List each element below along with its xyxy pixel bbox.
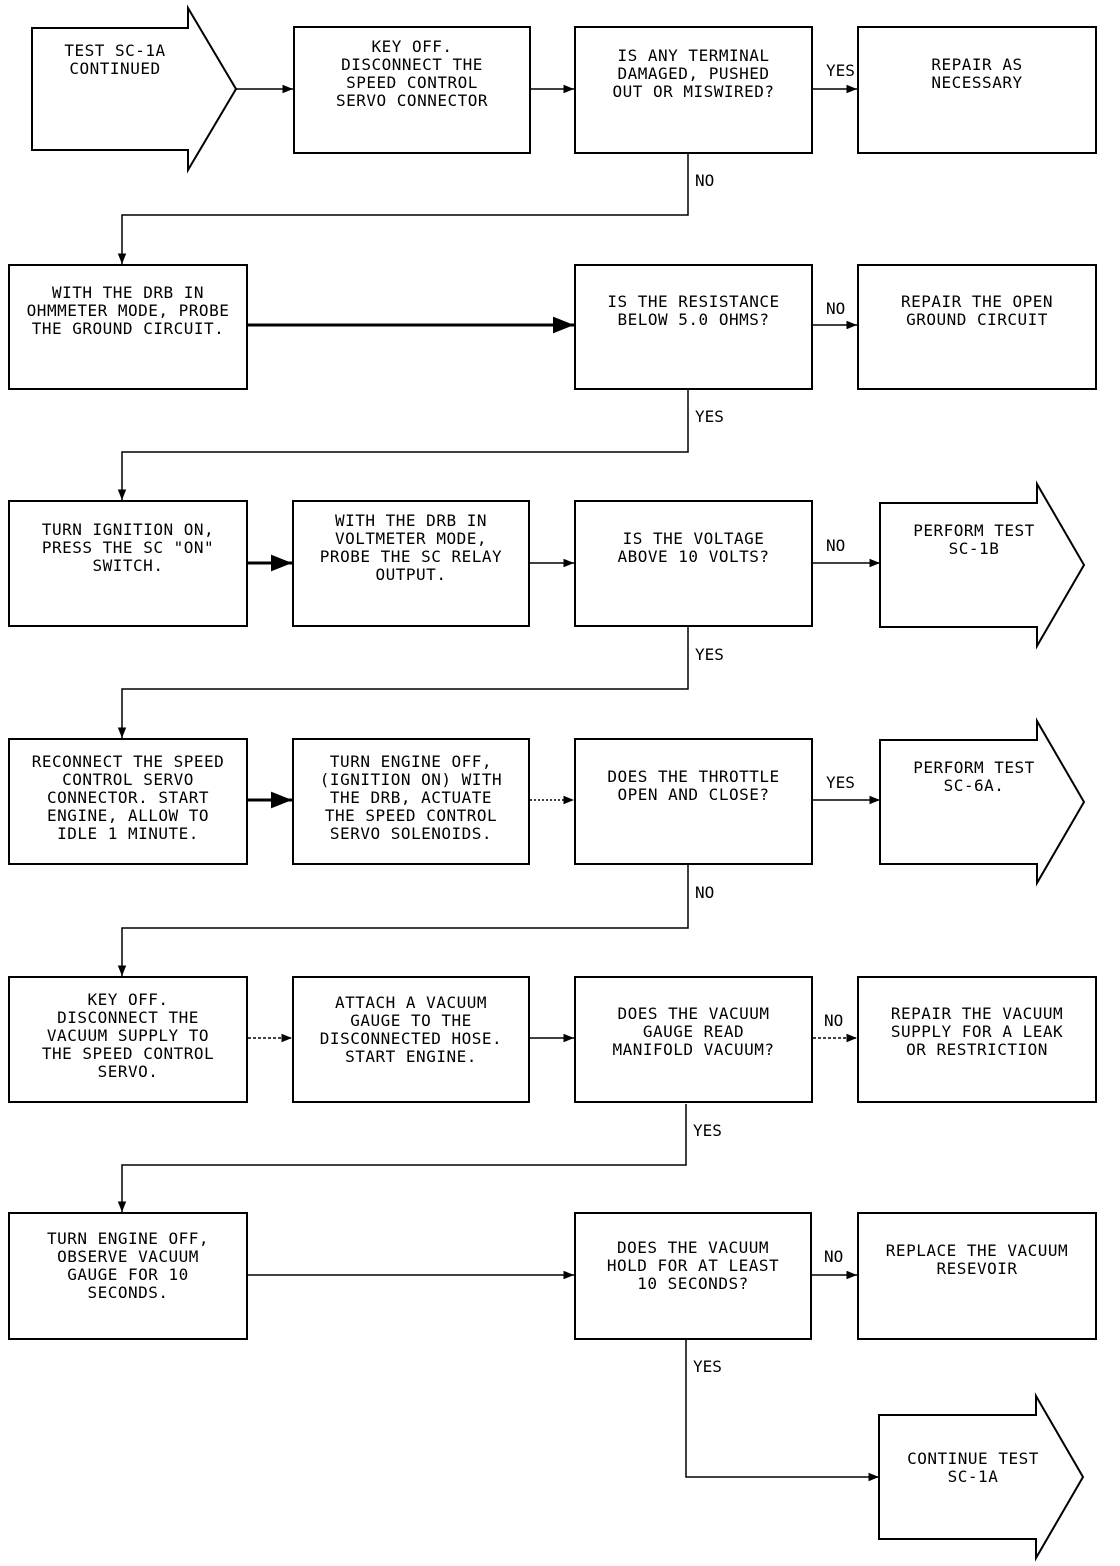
key-off-disconnect-servo-box: KEY OFF. DISCONNECT THE SPEED CONTROL SE… <box>293 26 531 154</box>
throttle-yes-label: YES <box>826 773 855 792</box>
voltage-no-label: NO <box>826 536 846 555</box>
vacuum-hold-yes-label: YES <box>693 1357 722 1376</box>
terminal-damaged-question-text: IS ANY TERMINAL DAMAGED, PUSHED OUT OR M… <box>612 46 775 101</box>
voltmeter-probe-relay-text: WITH THE DRB IN VOLTMETER MODE, PROBE TH… <box>319 510 503 584</box>
resistance-question-box: IS THE RESISTANCE BELOW 5.0 OHMS? <box>574 264 813 390</box>
attach-vacuum-gauge-box: ATTACH A VACUUM GAUGE TO THE DISCONNECTE… <box>292 976 530 1103</box>
ohmmeter-probe-ground-box: WITH THE DRB IN OHMMETER MODE, PROBE THE… <box>8 264 248 390</box>
repair-as-necessary-box: REPAIR AS NECESSARY <box>857 26 1097 154</box>
observe-vacuum-gauge-box: TURN ENGINE OFF, OBSERVE VACUUM GAUGE FO… <box>8 1212 248 1340</box>
vacuum-hold-no-label: NO <box>824 1247 844 1266</box>
attach-vacuum-gauge-text: ATTACH A VACUUM GAUGE TO THE DISCONNECTE… <box>319 992 503 1066</box>
voltage-yes-label: YES <box>695 645 724 664</box>
voltage-question-box: IS THE VOLTAGE ABOVE 10 VOLTS? <box>574 500 813 627</box>
resistance-yes-label: YES <box>695 407 724 426</box>
key-off-disconnect-vacuum-box: KEY OFF. DISCONNECT THE VACUUM SUPPLY TO… <box>8 976 248 1103</box>
resistance-question-text: IS THE RESISTANCE BELOW 5.0 OHMS? <box>607 292 780 329</box>
reconnect-servo-start-engine-box: RECONNECT THE SPEED CONTROL SERVO CONNEC… <box>8 738 248 865</box>
continue-test-arrow-shape <box>878 1392 1085 1562</box>
resistance-no-label: NO <box>826 299 846 318</box>
vacuum-hold-question-text: DOES THE VACUUM HOLD FOR AT LEAST 10 SEC… <box>606 1238 780 1293</box>
repair-open-ground-text: REPAIR THE OPEN GROUND CIRCUIT <box>901 292 1053 329</box>
actuate-servo-solenoids-box: TURN ENGINE OFF, (IGNITION ON) WITH THE … <box>292 738 530 865</box>
throttle-no-label: NO <box>695 883 715 902</box>
terminal-damaged-yes-label: YES <box>826 61 855 80</box>
manifold-vacuum-question-box: DOES THE VACUUM GAUGE READ MANIFOLD VACU… <box>574 976 813 1103</box>
perform-test-sc6a-label: PERFORM TEST SC-6A. <box>913 758 1035 795</box>
manifold-vacuum-question-text: DOES THE VACUUM GAUGE READ MANIFOLD VACU… <box>612 1003 775 1059</box>
key-off-disconnect-servo-text: KEY OFF. DISCONNECT THE SPEED CONTROL SE… <box>336 37 488 110</box>
replace-vacuum-reservoir-box: REPLACE THE VACUUM RESEVOIR <box>857 1212 1097 1340</box>
voltmeter-probe-relay-box: WITH THE DRB IN VOLTMETER MODE, PROBE TH… <box>292 500 530 627</box>
perform-test-sc1b-label: PERFORM TEST SC-1B <box>913 521 1035 558</box>
actuate-servo-solenoids-text: TURN ENGINE OFF, (IGNITION ON) WITH THE … <box>319 751 503 843</box>
ignition-on-press-switch-text: TURN IGNITION ON, PRESS THE SC "ON" SWIT… <box>41 519 215 575</box>
terminal-damaged-no-label: NO <box>695 171 715 190</box>
repair-open-ground-box: REPAIR THE OPEN GROUND CIRCUIT <box>857 264 1097 390</box>
manifold-vacuum-no-label: NO <box>824 1011 844 1030</box>
observe-vacuum-gauge-text: TURN ENGINE OFF, OBSERVE VACUUM GAUGE FO… <box>46 1229 210 1302</box>
repair-vacuum-supply-text: REPAIR THE VACUUM SUPPLY FOR A LEAK OR R… <box>890 1003 1064 1059</box>
key-off-disconnect-vacuum-text: KEY OFF. DISCONNECT THE VACUUM SUPPLY TO… <box>41 989 215 1081</box>
perform-sc6a-arrow-shape <box>879 717 1086 887</box>
perform-sc1b-arrow-shape <box>879 480 1086 650</box>
throttle-question-box: DOES THE THROTTLE OPEN AND CLOSE? <box>574 738 813 865</box>
manifold-vacuum-yes-label: YES <box>693 1121 722 1140</box>
reconnect-servo-start-engine-text: RECONNECT THE SPEED CONTROL SERVO CONNEC… <box>31 751 225 843</box>
ohmmeter-probe-ground-text: WITH THE DRB IN OHMMETER MODE, PROBE THE… <box>26 283 230 338</box>
terminal-damaged-question-box: IS ANY TERMINAL DAMAGED, PUSHED OUT OR M… <box>574 26 813 154</box>
voltage-question-text: IS THE VOLTAGE ABOVE 10 VOLTS? <box>617 528 770 566</box>
start-arrow-label: TEST SC-1A CONTINUED <box>64 41 166 78</box>
continue-test-sc1a-label: CONTINUE TEST SC-1A <box>907 1449 1039 1486</box>
repair-as-necessary-text: REPAIR AS NECESSARY <box>931 55 1023 92</box>
start-arrow-shape <box>31 4 238 174</box>
repair-vacuum-supply-box: REPAIR THE VACUUM SUPPLY FOR A LEAK OR R… <box>857 976 1097 1103</box>
throttle-question-text: DOES THE THROTTLE OPEN AND CLOSE? <box>607 766 780 804</box>
ignition-on-press-switch-box: TURN IGNITION ON, PRESS THE SC "ON" SWIT… <box>8 500 248 627</box>
replace-vacuum-reservoir-text: REPLACE THE VACUUM RESEVOIR <box>885 1241 1069 1278</box>
vacuum-hold-question-box: DOES THE VACUUM HOLD FOR AT LEAST 10 SEC… <box>574 1212 812 1340</box>
